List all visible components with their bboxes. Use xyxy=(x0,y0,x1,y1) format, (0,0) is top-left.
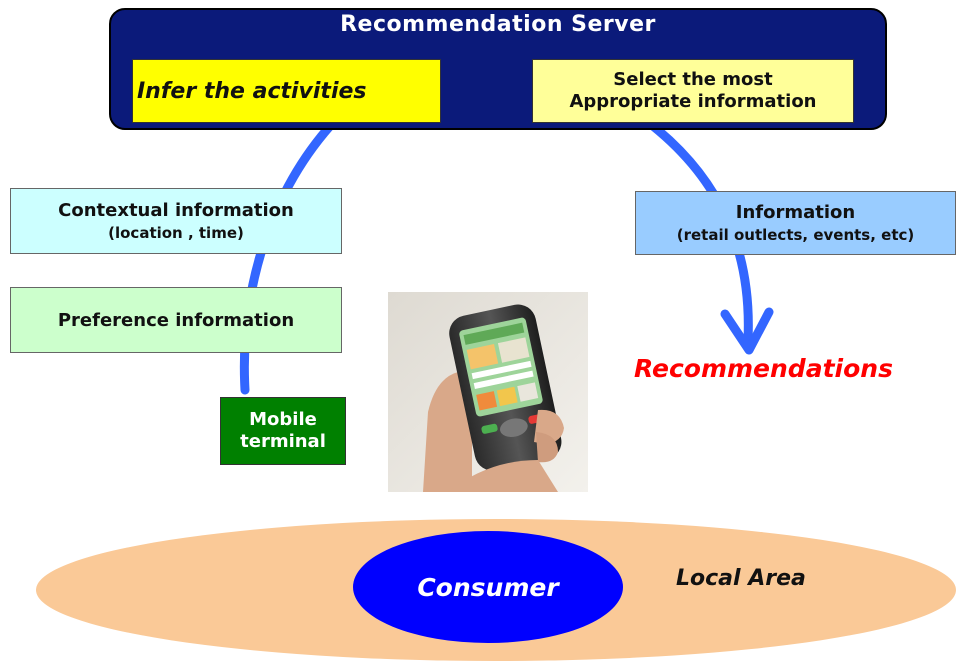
mobile-line-2: terminal xyxy=(240,431,326,452)
contextual-info-title: Contextual information xyxy=(58,200,294,221)
infer-activities-label: Infer the activities xyxy=(137,78,367,104)
select-line-1: Select the most xyxy=(613,68,773,90)
mobile-line-1: Mobile xyxy=(249,408,317,430)
mobile-terminal-box: Mobile terminal xyxy=(220,397,346,465)
contextual-info-detail: (location , time) xyxy=(108,224,244,242)
select-information-box: Select the most Appropriate information xyxy=(532,59,854,123)
preference-information-box: Preference information xyxy=(10,287,342,353)
consumer-label: Consumer xyxy=(417,572,559,602)
recommendations-label: Recommendations xyxy=(634,354,893,383)
output-arrowhead xyxy=(720,307,774,355)
local-area-label: Local Area xyxy=(676,566,806,591)
handheld-phone-icon xyxy=(388,292,588,492)
consumer-ellipse: Consumer xyxy=(353,531,623,643)
contextual-information-box: Contextual information (location , time) xyxy=(10,188,342,254)
infer-activities-box: Infer the activities xyxy=(132,59,441,123)
preference-info-label: Preference information xyxy=(57,309,295,331)
information-title: Information xyxy=(735,202,856,223)
server-title: Recommendation Server xyxy=(340,12,656,37)
information-box: Information (retail outlects, events, et… xyxy=(635,191,956,255)
information-detail: (retail outlects, events, etc) xyxy=(676,226,915,244)
select-line-2: Appropriate information xyxy=(569,91,817,112)
